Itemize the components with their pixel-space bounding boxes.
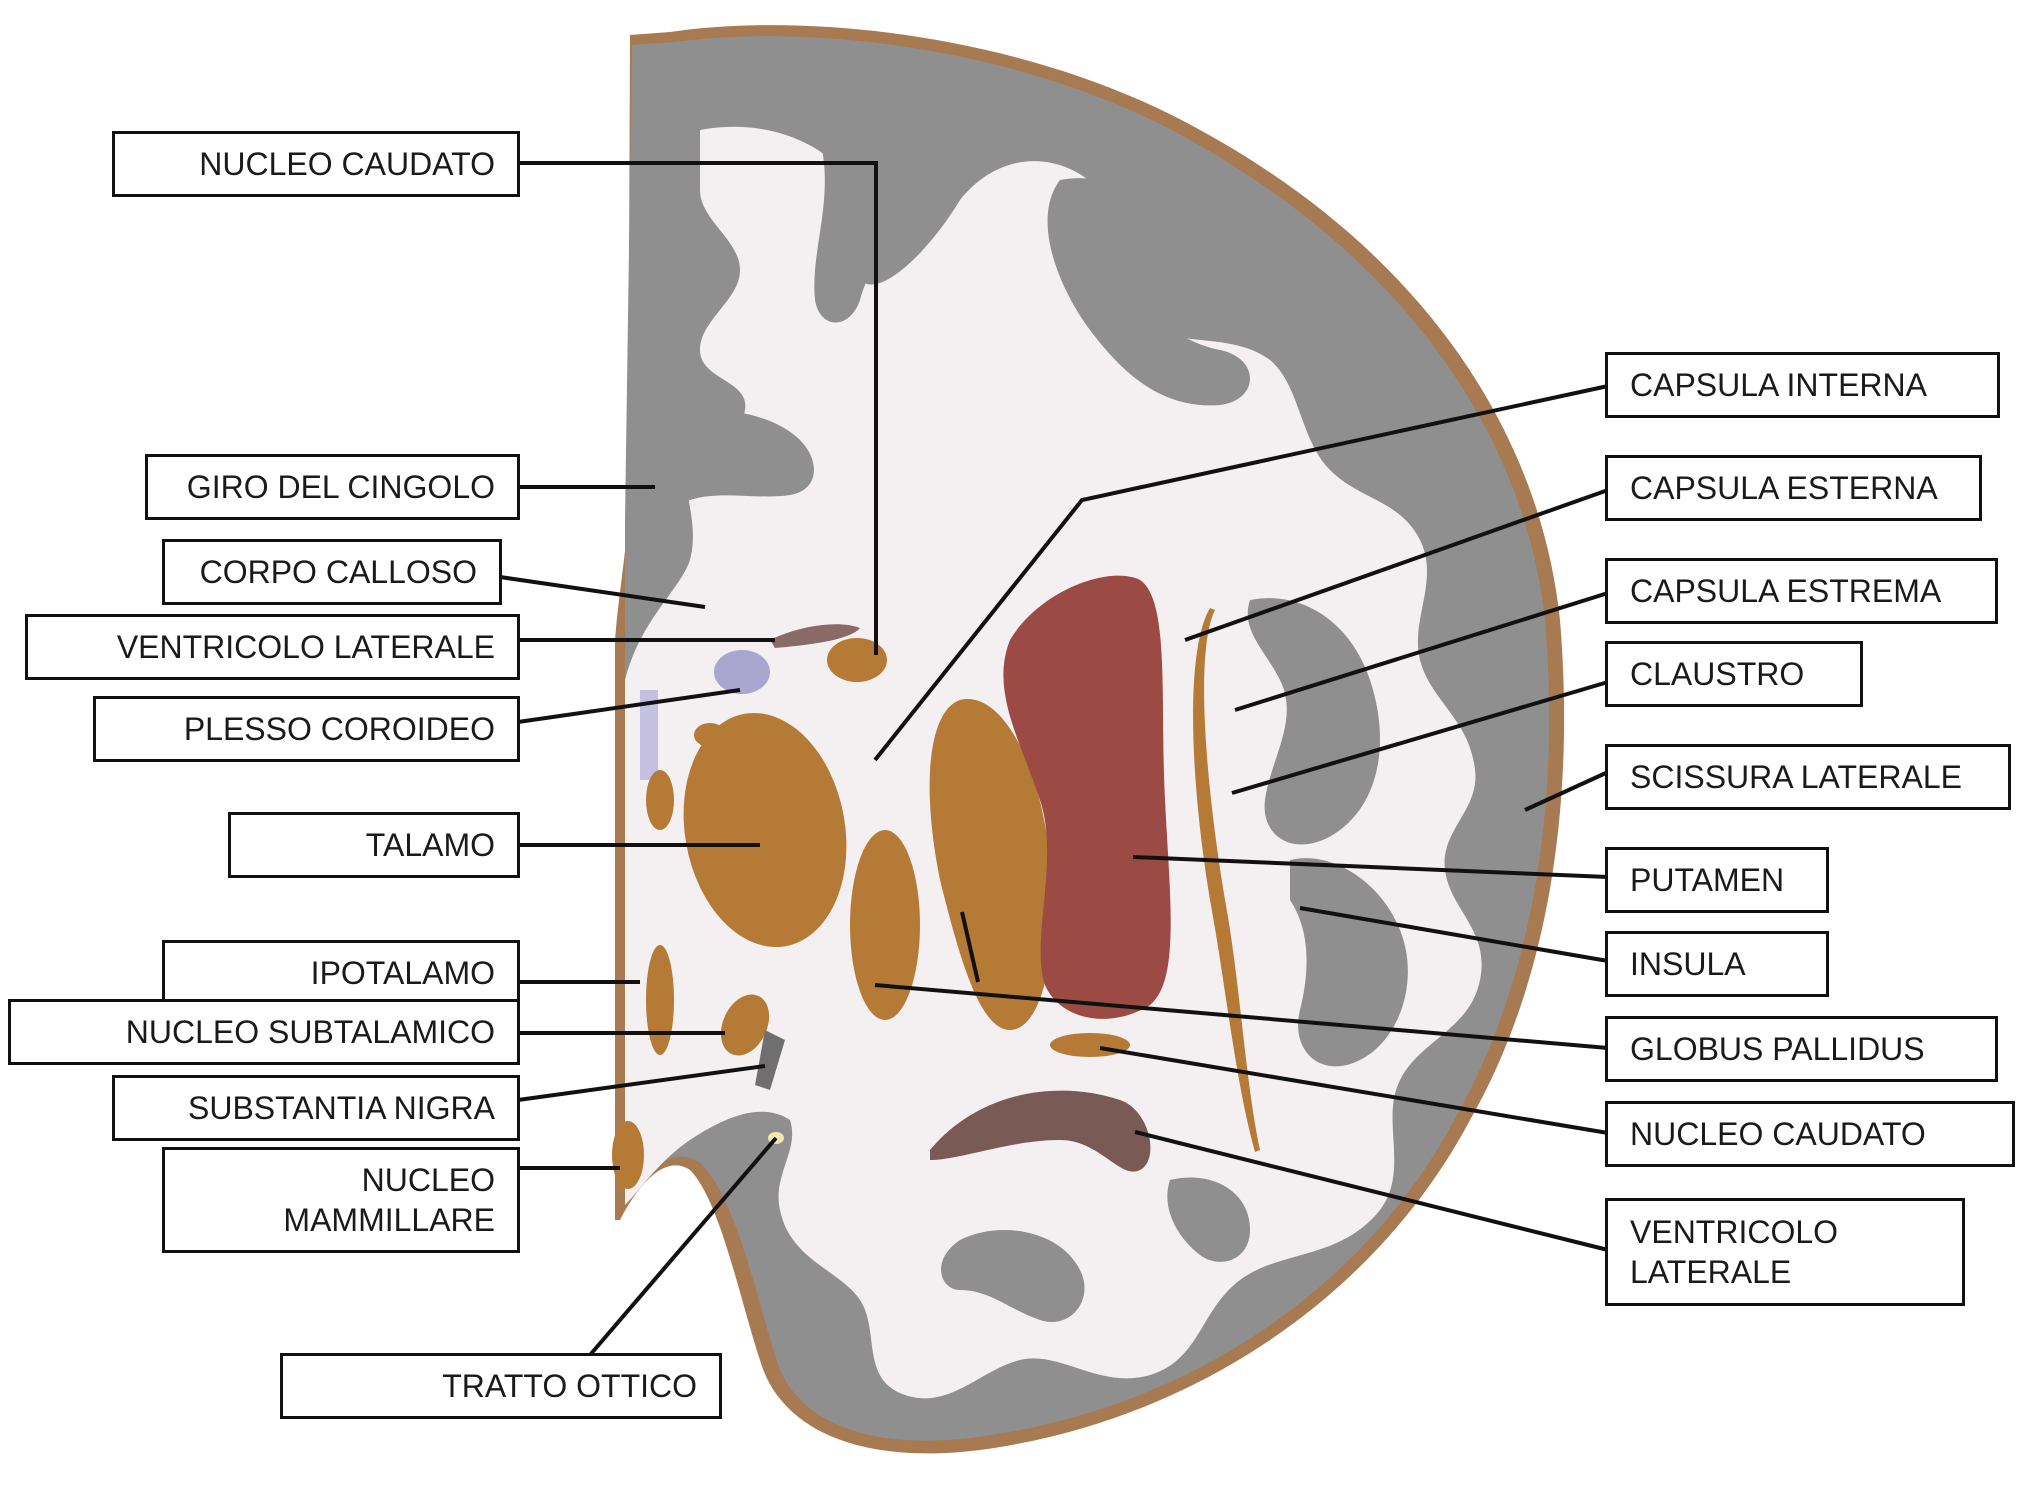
label-claustro: CLAUSTRO bbox=[1605, 641, 1863, 707]
label-text: CLAUSTRO bbox=[1630, 654, 1804, 694]
label-talamo: TALAMO bbox=[228, 812, 520, 878]
nucleo-caudato-lower bbox=[1050, 1033, 1130, 1057]
label-text: GIRO DEL CINGOLO bbox=[187, 467, 495, 507]
label-nucleo-caudato-top: NUCLEO CAUDATO bbox=[112, 131, 520, 197]
label-tratto-ottico: TRATTO OTTICO bbox=[280, 1353, 722, 1419]
label-text: IPOTALAMO bbox=[311, 953, 495, 993]
small-nucleus-2 bbox=[646, 770, 674, 830]
nucleo-mammillare-shape bbox=[612, 1121, 644, 1189]
label-plesso-coroideo: PLESSO COROIDEO bbox=[93, 696, 520, 762]
label-text: CAPSULA ESTREMA bbox=[1630, 571, 1941, 611]
label-insula: INSULA bbox=[1605, 931, 1829, 997]
label-globus-pallidus: GLOBUS PALLIDUS bbox=[1605, 1016, 1998, 1082]
small-nucleus-3 bbox=[646, 945, 674, 1055]
label-nucleo-mammillare: NUCLEO MAMMILLARE bbox=[162, 1147, 520, 1253]
label-text: SCISSURA LATERALE bbox=[1630, 757, 1962, 797]
label-text: NUCLEO CAUDATO bbox=[1630, 1114, 1926, 1154]
label-capsula-esterna: CAPSULA ESTERNA bbox=[1605, 455, 1982, 521]
label-ventricolo-laterale-left: VENTRICOLO LATERALE bbox=[25, 614, 520, 680]
label-text-line-2: LATERALE bbox=[1630, 1252, 1791, 1292]
label-text: SUBSTANTIA NIGRA bbox=[188, 1088, 495, 1128]
label-nucleo-caudato-bottom: NUCLEO CAUDATO bbox=[1605, 1101, 2015, 1167]
label-text: CORPO CALLOSO bbox=[200, 552, 477, 592]
label-text: CAPSULA INTERNA bbox=[1630, 365, 1927, 405]
label-putamen: PUTAMEN bbox=[1605, 847, 1829, 913]
plexus bbox=[714, 650, 770, 694]
label-text-line-2: MAMMILLARE bbox=[283, 1200, 495, 1240]
label-text: NUCLEO SUBTALAMICO bbox=[126, 1012, 495, 1052]
label-text: GLOBUS PALLIDUS bbox=[1630, 1029, 1925, 1069]
label-substantia-nigra: SUBSTANTIA NIGRA bbox=[112, 1075, 520, 1141]
label-giro-del-cingolo: GIRO DEL CINGOLO bbox=[145, 454, 520, 520]
label-text-line-1: VENTRICOLO bbox=[1630, 1212, 1838, 1252]
label-scissura-laterale: SCISSURA LATERALE bbox=[1605, 744, 2011, 810]
small-nucleus-1 bbox=[694, 723, 726, 747]
label-text: TRATTO OTTICO bbox=[442, 1366, 697, 1406]
label-corpo-calloso: CORPO CALLOSO bbox=[162, 539, 502, 605]
label-nucleo-subtalamico: NUCLEO SUBTALAMICO bbox=[8, 999, 520, 1065]
label-text-line-1: NUCLEO bbox=[362, 1160, 495, 1200]
label-text: VENTRICOLO LATERALE bbox=[117, 627, 495, 667]
label-text: INSULA bbox=[1630, 944, 1746, 984]
label-text: TALAMO bbox=[366, 825, 495, 865]
label-text: PUTAMEN bbox=[1630, 860, 1784, 900]
label-ipotalamo: IPOTALAMO bbox=[162, 940, 520, 1006]
label-text: CAPSULA ESTERNA bbox=[1630, 468, 1938, 508]
label-ventricolo-laterale-right: VENTRICOLO LATERALE bbox=[1605, 1198, 1965, 1306]
label-capsula-estrema: CAPSULA ESTREMA bbox=[1605, 558, 1998, 624]
label-text: NUCLEO CAUDATO bbox=[199, 144, 495, 184]
globus-pallidus-shape bbox=[850, 830, 920, 1020]
label-text: PLESSO COROIDEO bbox=[184, 709, 495, 749]
label-capsula-interna: CAPSULA INTERNA bbox=[1605, 352, 2000, 418]
